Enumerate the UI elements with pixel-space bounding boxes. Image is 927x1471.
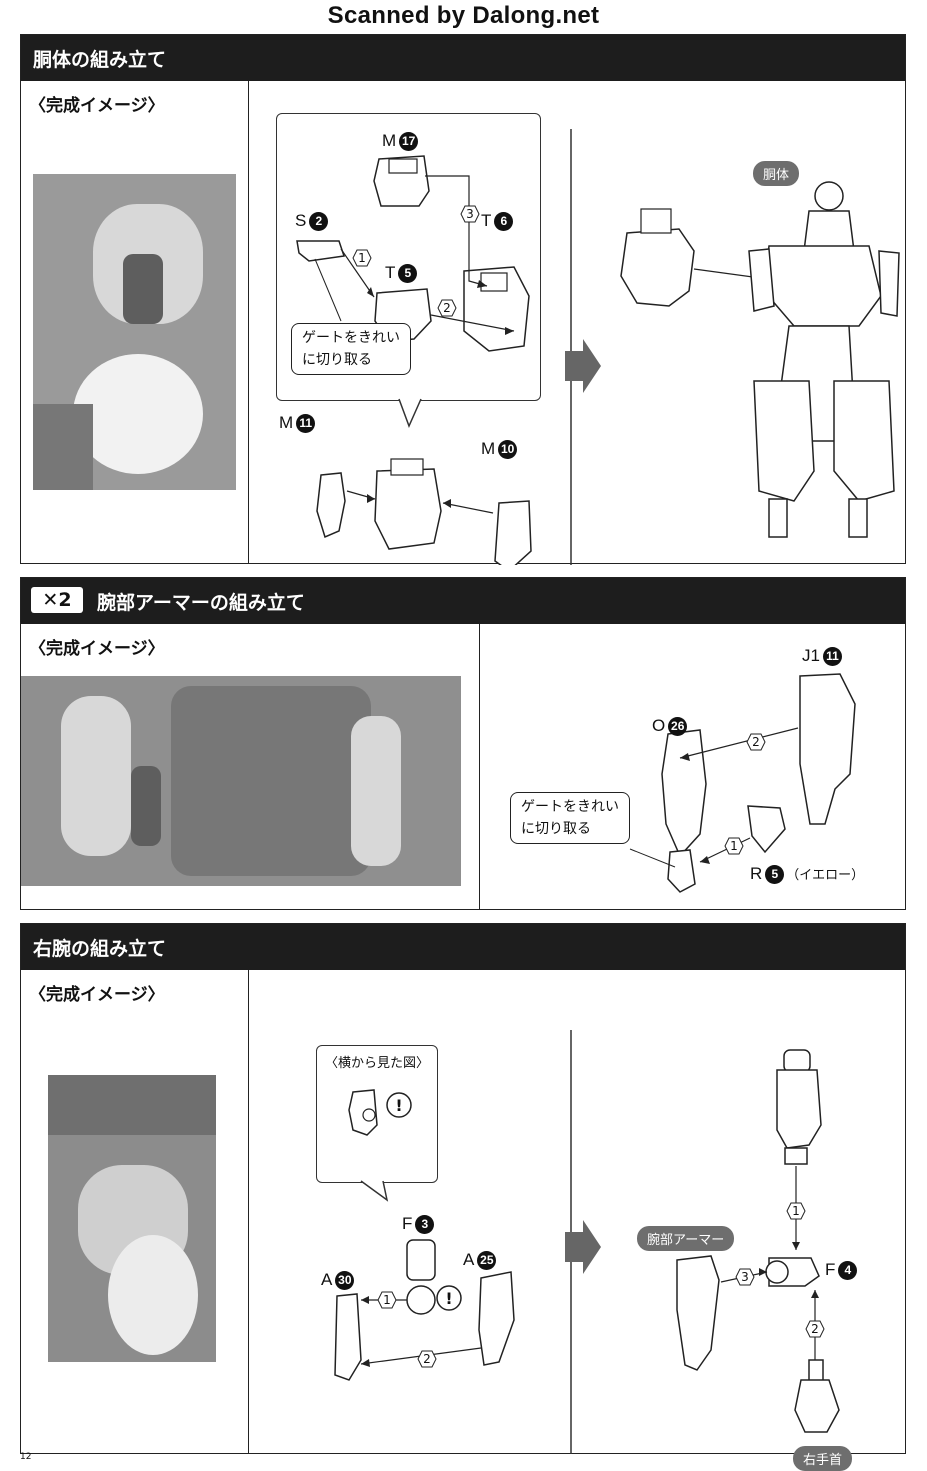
step-marker: 3 <box>460 205 480 223</box>
image-panel: 〈完成イメージ〉 <box>21 970 249 1453</box>
side-view-label: 〈横から見た図〉 <box>325 1056 430 1071</box>
image-panel: 〈完成イメージ〉 <box>21 81 249 563</box>
torso-tag: 胴体 <box>753 161 800 186</box>
arm-armor-diagram <box>629 673 856 893</box>
section-arm-armor-assembly: ✕2 腕部アーマーの組み立て 〈完成イメージ〉 <box>20 577 906 910</box>
svg-text:!: ! <box>395 1096 402 1115</box>
step-marker: 1 <box>352 249 372 267</box>
step-marker: 2 <box>417 1350 437 1368</box>
svg-text:!: ! <box>445 1289 452 1308</box>
image-panel: 〈完成イメージ〉 <box>21 624 480 909</box>
step-marker: 1 <box>377 1291 397 1309</box>
side-view-callout <box>316 1045 438 1183</box>
section-header: ✕2 腕部アーマーの組み立て <box>21 578 905 624</box>
scanner-watermark: Scanned by Dalong.net <box>327 2 600 29</box>
complete-image-label: 〈完成イメージ〉 <box>29 96 165 116</box>
gate-trim-note: ゲートをきれい に切り取る <box>291 323 411 375</box>
arm-armor-tag: 腕部アーマー <box>637 1226 735 1251</box>
complete-image-photo <box>48 1075 216 1362</box>
complete-image-photo <box>33 174 236 490</box>
complete-image-label: 〈完成イメージ〉 <box>29 985 165 1005</box>
step-marker: 1 <box>724 837 744 855</box>
step-marker: 2 <box>437 299 457 317</box>
page-number: 12 <box>20 1452 32 1462</box>
torso-diagram <box>296 129 900 565</box>
section-title: 胴体の組み立て <box>33 49 167 71</box>
section-header: 右腕の組み立て <box>21 924 905 970</box>
step-marker: 2 <box>805 1320 825 1338</box>
gate-trim-note: ゲートをきれい に切り取る <box>510 792 630 844</box>
section-title: 腕部アーマーの組み立て <box>97 592 305 614</box>
right-wrist-tag: 右手首 <box>793 1446 853 1471</box>
quantity-badge: ✕2 <box>31 587 83 613</box>
right-arm-diagram: ! ! <box>334 1030 840 1454</box>
section-torso-assembly: 胴体の組み立て 〈完成イメージ〉 <box>20 34 906 565</box>
section-header: 胴体の組み立て <box>21 35 905 81</box>
step-marker: 3 <box>735 1268 755 1286</box>
step-marker: 1 <box>786 1202 806 1220</box>
complete-image-photo <box>21 676 461 886</box>
instruction-panel: ! ! <box>249 970 905 1471</box>
section-right-arm-assembly: 右腕の組み立て 〈完成イメージ〉 ! ! <box>20 923 906 1471</box>
step-marker: 2 <box>746 733 766 751</box>
complete-image-label: 〈完成イメージ〉 <box>29 639 165 659</box>
section-title: 右腕の組み立て <box>33 938 167 960</box>
